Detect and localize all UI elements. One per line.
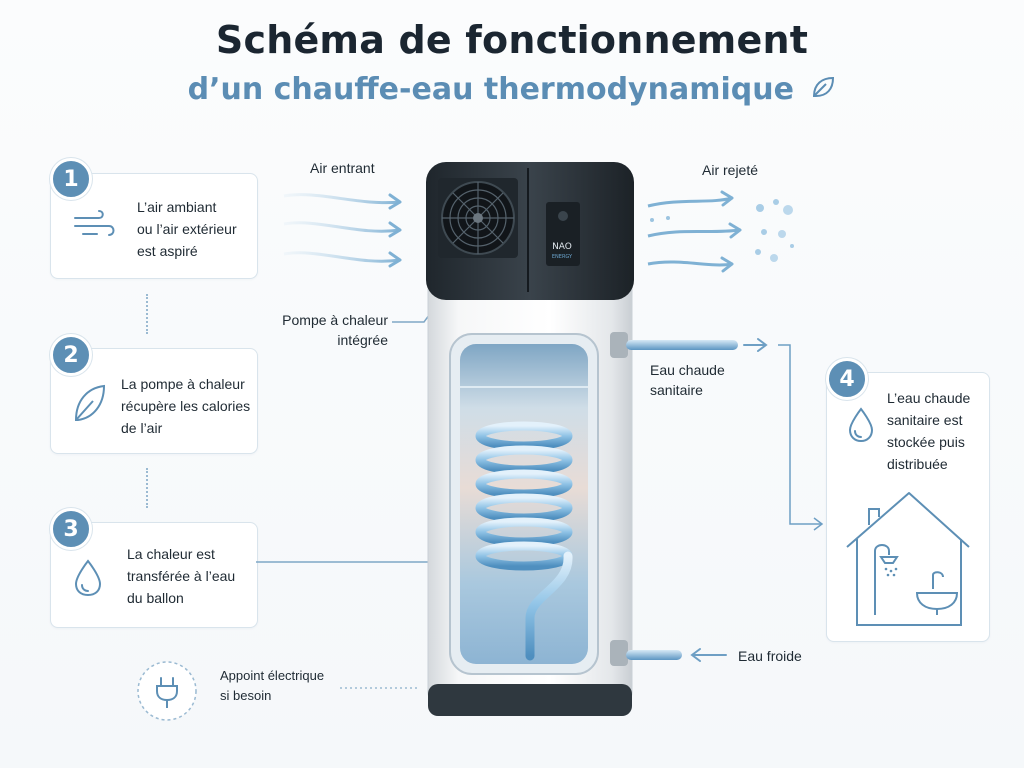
air-in-label: Air entrant <box>310 160 375 176</box>
step-3-text: La chaleur est transférée à l’eau du bal… <box>127 546 236 606</box>
subtitle-text: d’un chauffe-eau thermodynamique <box>187 72 794 107</box>
step-badge-2: 2 <box>50 334 92 376</box>
step-connector <box>146 468 148 508</box>
hot-water-label: Eau chaude sanitaire <box>650 362 725 398</box>
air-in-arrows <box>283 193 402 268</box>
step-badge-1: 1 <box>50 158 92 200</box>
leaf-icon <box>74 384 106 421</box>
wind-icon <box>74 210 115 236</box>
leaf-icon <box>810 73 836 108</box>
air-out-arrows <box>647 190 794 273</box>
step-card-4: L’eau chaude sanitaire est stockée puis … <box>826 372 990 642</box>
water-heater <box>426 162 634 716</box>
page-title: Schéma de fonctionnement <box>215 18 809 62</box>
step-badge-3: 3 <box>50 508 92 550</box>
step-badge-4: 4 <box>826 358 868 400</box>
step-1-text: L’air ambiant ou l’air extérieur est asp… <box>137 199 237 259</box>
brand-logo: NAO ENERGY <box>551 242 573 260</box>
sink-icon <box>915 571 959 615</box>
step-4-text: L’eau chaude sanitaire est stockée puis … <box>887 390 971 472</box>
air-out-label: Air rejeté <box>702 162 759 178</box>
shower-icon <box>874 544 899 615</box>
water-drop-icon <box>74 559 102 597</box>
cold-water-label: Eau froide <box>738 648 802 664</box>
heat-pump-label: Pompe à chaleur intégrée <box>282 312 388 348</box>
water-drop-icon <box>848 407 874 443</box>
page-subtitle: d’un chauffe-eau thermodynamique <box>0 72 1024 108</box>
step-connector <box>146 294 148 334</box>
backup-heater-label: Appoint électrique si besoin <box>220 668 325 703</box>
step-2-text: La pompe à chaleur récupère les calories… <box>121 376 251 436</box>
house-icon <box>846 492 970 626</box>
step-card-1: L’air ambiant ou l’air extérieur est asp… <box>50 173 258 279</box>
plug-icon <box>137 661 197 721</box>
